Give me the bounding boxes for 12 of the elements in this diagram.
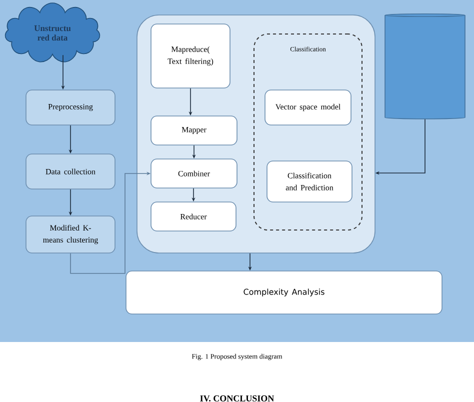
process-box: Reducer [150, 202, 236, 232]
process-box: Classification and Prediction [266, 160, 352, 202]
process-box: Complexity Analysis [126, 270, 442, 314]
process-box: Mapreduce( Text filtering) [150, 24, 230, 88]
section-heading: IV. CONCLUSION [200, 395, 274, 402]
process-box: Mapper [150, 116, 238, 146]
process-box: Data collection [26, 154, 116, 190]
database-cylinder [384, 13, 466, 120]
process-box: Modified K- means clustering [26, 216, 116, 254]
process-box: Combiner [150, 158, 238, 188]
process-box: Vector space model [264, 90, 352, 126]
process-box: Preprocessing [26, 90, 116, 126]
